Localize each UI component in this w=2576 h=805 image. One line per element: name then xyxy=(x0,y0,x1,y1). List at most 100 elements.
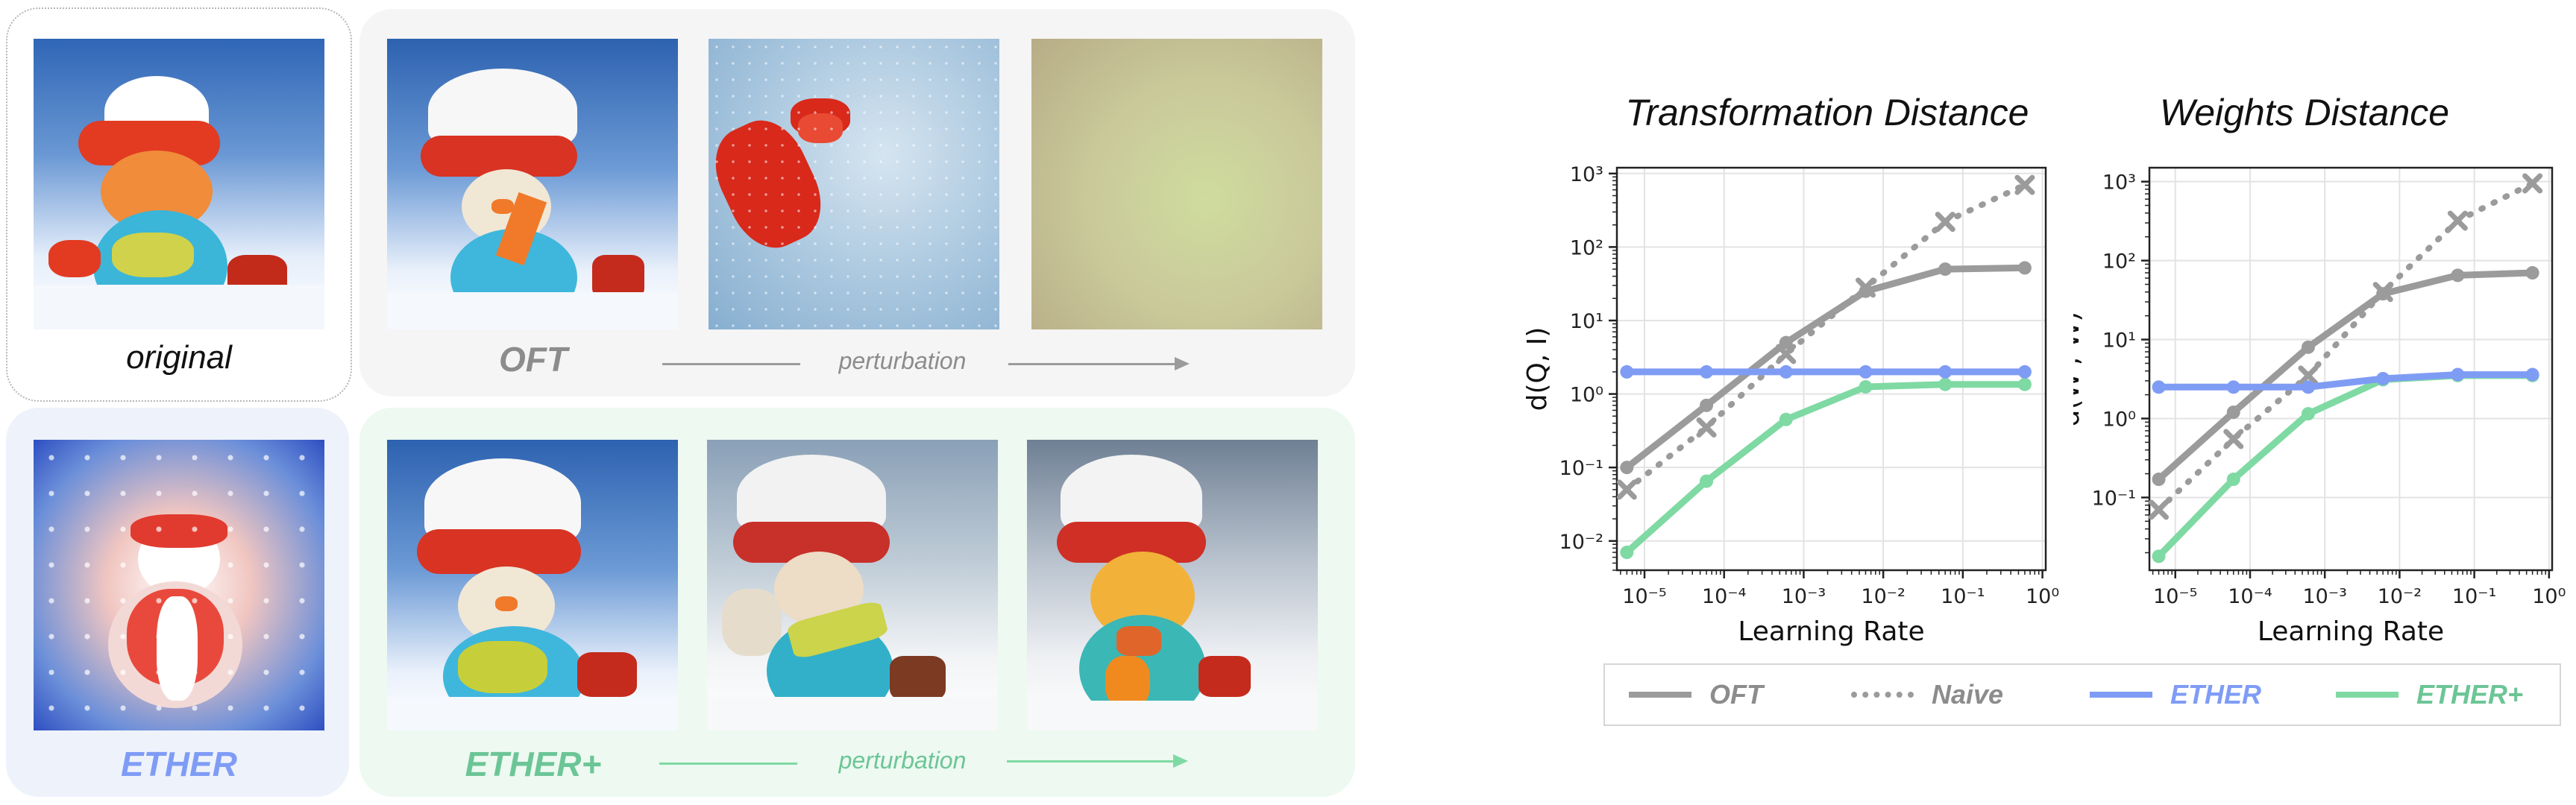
c1-point-oft-2 xyxy=(1779,335,1793,350)
c1-point-ether-5 xyxy=(2017,364,2032,379)
c2-ytick-label-4: 10³ xyxy=(2102,171,2136,195)
oft-perturbation-line-left xyxy=(662,363,800,365)
c1-ylabel: d(Q, I) xyxy=(1522,327,1553,411)
c1-point-naive-0 xyxy=(1616,479,1637,500)
c2-xtick-label-0: 10⁻⁵ xyxy=(2153,585,2197,608)
c2-point-naive-2 xyxy=(2298,365,2319,386)
c1-xtick-label-0: 10⁻⁵ xyxy=(1622,585,1666,608)
c2-series-etherplus xyxy=(2155,372,2536,560)
legend-line-ether xyxy=(2090,692,2152,698)
c2-xtick-label-4: 10⁻¹ xyxy=(2452,585,2496,608)
c2-xtick-label-3: 10⁻² xyxy=(2378,585,2422,608)
oft-label: OFT xyxy=(499,340,568,379)
oft-image-1 xyxy=(387,39,678,329)
c1-point-naive-3 xyxy=(1855,277,1876,298)
c2-point-oft-5 xyxy=(2525,266,2539,280)
legend-label-etherplus: ETHER+ xyxy=(2416,679,2524,710)
c1-ytick-label-5: 10³ xyxy=(1570,163,1603,186)
c1-point-naive-5 xyxy=(2014,174,2035,195)
weights-distance-chart: 10⁻⁵ 10⁻⁴ 10⁻³ 10⁻² 10⁻¹ 10⁰ 10⁻¹ 10⁰ 10¹ 10² 10³ L… xyxy=(2073,166,2566,647)
c1-xtick-label-2: 10⁻³ xyxy=(1782,585,1826,608)
c2-point-oft-0 xyxy=(2152,473,2166,487)
c1-point-ether-1 xyxy=(1700,364,1714,379)
original-label: original xyxy=(126,339,232,376)
etherplus-image-2 xyxy=(707,440,998,730)
c2-point-naive-1 xyxy=(2223,429,2244,449)
c2-point-naive-5 xyxy=(2522,173,2543,194)
c1-point-etherplus-1 xyxy=(1700,474,1714,488)
c1-point-oft-5 xyxy=(2017,261,2032,275)
c2-series-naive xyxy=(2155,180,2536,513)
c2-point-ether-3 xyxy=(2376,371,2390,385)
c1-point-naive-1 xyxy=(1696,417,1717,438)
c2-ytick-label-3: 10² xyxy=(2102,250,2136,274)
c2-ytick-label-0: 10⁻¹ xyxy=(2092,487,2136,510)
c1-ytick-label-1: 10⁻¹ xyxy=(1559,457,1603,480)
c1-xtick-label-5: 10⁰ xyxy=(2026,585,2059,608)
c2-point-naive-0 xyxy=(2149,499,2170,520)
c1-point-etherplus-2 xyxy=(1779,412,1793,426)
chart-2-title: Weights Distance xyxy=(2159,92,2450,133)
c1-ytick-label-2: 10⁰ xyxy=(1570,384,1603,407)
legend-line-naive xyxy=(1851,692,1914,698)
legend-label-ether: ETHER xyxy=(2170,679,2262,710)
c1-point-ether-0 xyxy=(1620,364,1634,379)
c2-point-naive-4 xyxy=(2447,210,2468,231)
c1-point-etherplus-5 xyxy=(2017,377,2032,391)
c1-point-etherplus-0 xyxy=(1620,546,1634,560)
etherplus-perturbation-line-left xyxy=(659,763,797,765)
c2-ytick-label-1: 10⁰ xyxy=(2102,408,2136,431)
c2-frame xyxy=(2148,166,2554,572)
c2-point-oft-1 xyxy=(2226,405,2240,420)
ether-label: ETHER xyxy=(121,745,237,783)
c1-ytick-label-3: 10¹ xyxy=(1570,310,1603,333)
c1-xtick-label-3: 10⁻² xyxy=(1861,585,1905,608)
legend-item-naive: Naive xyxy=(1851,665,2003,724)
c2-point-etherplus-0 xyxy=(2152,549,2166,564)
c1-frame xyxy=(1615,166,2047,572)
etherplus-label: ETHER+ xyxy=(465,745,602,783)
c2-point-etherplus-2 xyxy=(2301,407,2315,421)
oft-image-2 xyxy=(709,39,999,329)
c1-point-naive-2 xyxy=(1776,344,1797,364)
legend-line-etherplus xyxy=(2336,692,2398,698)
c2-point-ether-0 xyxy=(2152,380,2166,394)
c2-point-ether-2 xyxy=(2301,380,2315,394)
c1-xtick-label-4: 10⁻¹ xyxy=(1941,585,1985,608)
legend: OFT Naive ETHER ETHER+ xyxy=(1603,663,2561,726)
ether-image xyxy=(34,440,324,730)
transformation-distance-chart: 10⁻⁵ 10⁻⁴ 10⁻³ 10⁻² 10⁻¹ 10⁰ 10⁻² 10⁻¹ 10⁰ 10¹ 10²… xyxy=(1522,163,2059,647)
c1-ytick-label-0: 10⁻² xyxy=(1559,531,1603,554)
original-image xyxy=(34,39,324,329)
c2-xtick-label-2: 10⁻³ xyxy=(2302,585,2346,608)
c2-ytick-label-2: 10¹ xyxy=(2102,329,2136,353)
c2-point-oft-4 xyxy=(2451,268,2465,282)
c2-point-ether-1 xyxy=(2226,380,2240,394)
c1-point-ether-3 xyxy=(1859,364,1873,379)
legend-label-naive: Naive xyxy=(1932,679,2004,710)
etherplus-image-3 xyxy=(1027,440,1318,730)
etherplus-arrowhead xyxy=(1173,754,1188,768)
c1-point-etherplus-4 xyxy=(1938,377,1953,391)
c1-ytick-label-4: 10² xyxy=(1570,236,1603,259)
oft-image-3 xyxy=(1031,39,1322,329)
oft-perturbation-label: perturbation xyxy=(838,347,967,374)
legend-item-ether: ETHER xyxy=(2090,665,2261,724)
c2-xlabel: Learning Rate xyxy=(2258,616,2444,647)
etherplus-perturbation-arrow xyxy=(1007,760,1175,763)
c2-ylabel: d(W', W) xyxy=(2073,312,2085,427)
c1-point-ether-2 xyxy=(1779,364,1793,379)
c1-xtick-label-1: 10⁻⁴ xyxy=(1702,585,1746,608)
c1-xlabel: Learning Rate xyxy=(1738,616,1924,647)
c2-xtick-label-1: 10⁻⁴ xyxy=(2228,585,2272,608)
c1-point-oft-4 xyxy=(1938,262,1953,277)
c1-point-naive-4 xyxy=(1935,212,1955,233)
c1-point-oft-0 xyxy=(1620,461,1634,475)
c2-point-oft-2 xyxy=(2301,340,2315,354)
c2-xtick-label-5: 10⁰ xyxy=(2532,585,2566,608)
oft-arrowhead xyxy=(1175,357,1190,370)
c1-series-oft xyxy=(1623,264,2029,471)
c2-series-oft xyxy=(2155,269,2536,483)
c2-point-ether-4 xyxy=(2451,367,2465,382)
legend-label-oft: OFT xyxy=(1709,679,1763,710)
